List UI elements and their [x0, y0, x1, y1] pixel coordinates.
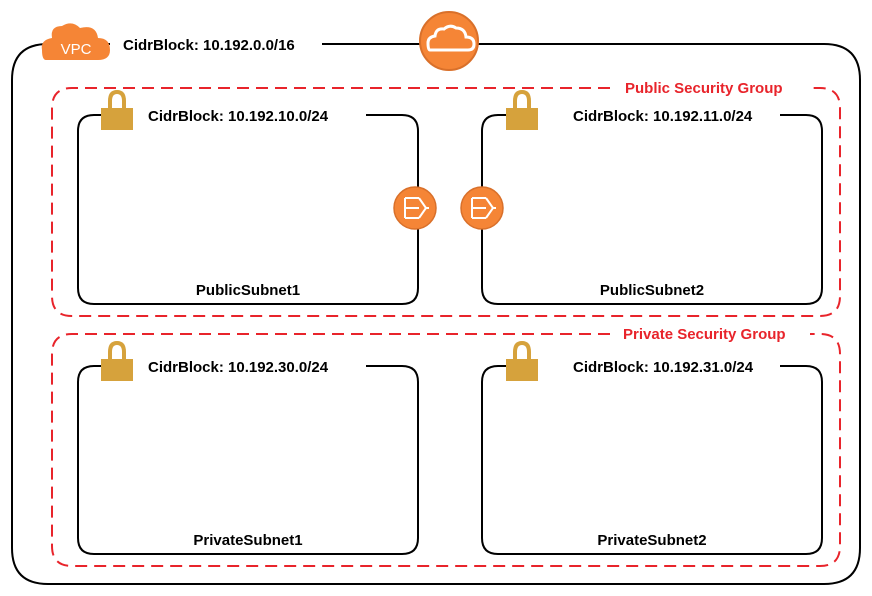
nat-gateway-icon	[393, 186, 437, 230]
subnet-name: PrivateSubnet1	[193, 532, 302, 549]
cloud-icon	[419, 11, 479, 71]
public-sg-border	[51, 87, 841, 317]
private-sg-border	[51, 333, 841, 567]
subnet-border	[77, 114, 419, 305]
vpc-border	[11, 43, 861, 585]
nat-gateway-icon	[460, 186, 504, 230]
subnet-public2: CidrBlock: 10.192.11.0/24 PublicSubnet2	[481, 89, 823, 305]
lock-icon	[506, 340, 538, 381]
subnet-name: PublicSubnet2	[600, 282, 704, 299]
private-sg-label: Private Security Group	[623, 326, 786, 343]
subnet-cidr-label: CidrBlock: 10.192.31.0/24	[573, 359, 754, 376]
subnet-public1: CidrBlock: 10.192.10.0/24 PublicSubnet1	[77, 89, 419, 305]
subnet-private1: CidrBlock: 10.192.30.0/24 PrivateSubnet1	[77, 340, 419, 555]
public-sg-label: Public Security Group	[625, 80, 783, 97]
vpc-badge-label: VPC	[61, 41, 92, 58]
vpc-badge-shape	[41, 23, 110, 60]
subnet-cidr-label: CidrBlock: 10.192.30.0/24	[148, 359, 329, 376]
subnet-name: PrivateSubnet2	[597, 532, 706, 549]
lock-icon	[101, 340, 133, 381]
lock-icon	[101, 89, 133, 130]
vpc-badge: VPC	[41, 23, 110, 60]
vpc-container: CidrBlock: 10.192.0.0/16 VPC	[11, 11, 861, 585]
subnet-border	[481, 365, 823, 555]
subnet-name: PublicSubnet1	[196, 282, 300, 299]
subnet-cidr-label: CidrBlock: 10.192.10.0/24	[148, 108, 329, 125]
lock-icon	[506, 89, 538, 130]
vpc-cidr-label: CidrBlock: 10.192.0.0/16	[123, 37, 295, 54]
public-security-group: Public Security Group	[51, 80, 841, 317]
subnet-private2: CidrBlock: 10.192.31.0/24 PrivateSubnet2	[481, 340, 823, 555]
subnet-border	[481, 114, 823, 305]
private-security-group: Private Security Group	[51, 326, 841, 567]
subnet-cidr-label: CidrBlock: 10.192.11.0/24	[573, 108, 753, 125]
subnet-border	[77, 365, 419, 555]
